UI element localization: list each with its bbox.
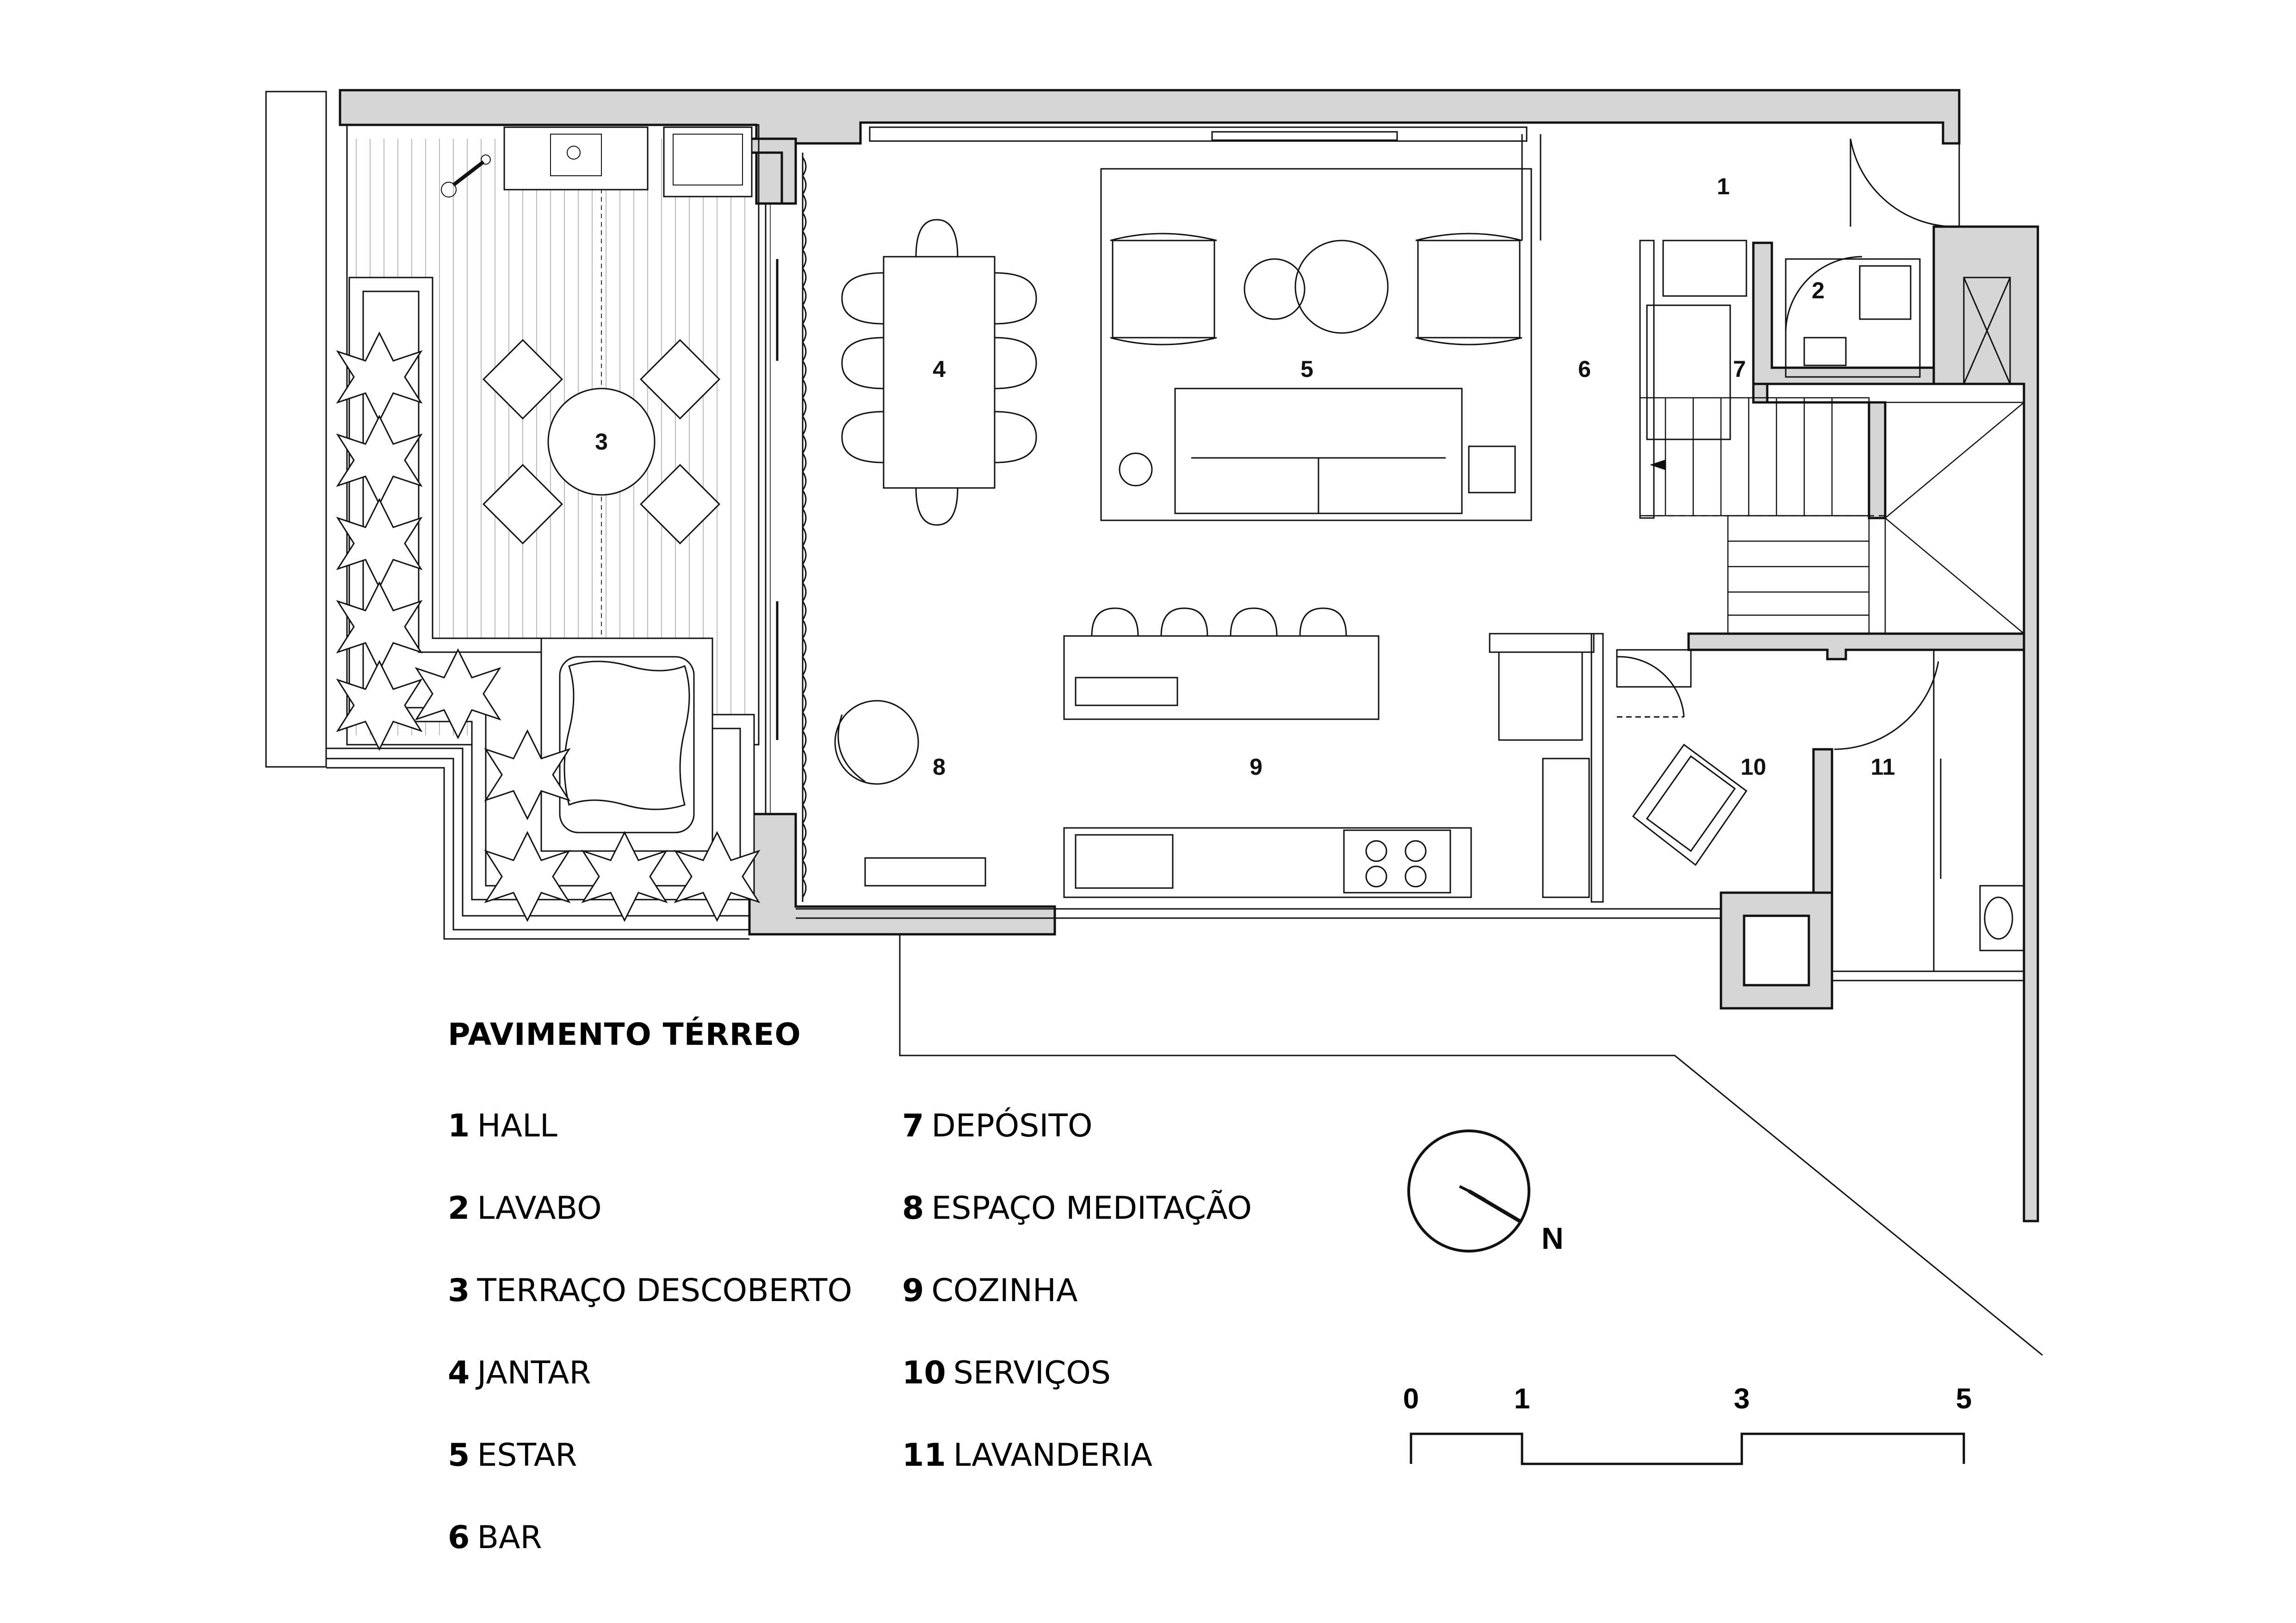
plan-title: PAVIMENTO TÉRREO	[448, 1017, 801, 1052]
kitchen-counter	[796, 827, 1721, 919]
lavanderia	[1832, 650, 2025, 981]
scale-tick-0: 0	[1403, 1383, 1419, 1415]
room-label-7: 7	[1733, 356, 1746, 382]
room-label-9: 9	[1250, 754, 1262, 780]
south-wall	[748, 813, 1056, 936]
room-label-3: 3	[595, 429, 608, 455]
scale-bar: 0 1 3 5	[1403, 1383, 1972, 1465]
dining-set	[841, 219, 1037, 526]
room-label-1: 1	[1717, 173, 1730, 199]
lavabo-wall	[1752, 241, 1935, 385]
service-area	[1489, 633, 1748, 903]
shaft	[1963, 277, 2011, 385]
deposito	[1639, 240, 1747, 519]
hall-door	[1850, 138, 1960, 228]
scale-tick-3: 3	[1734, 1383, 1750, 1415]
staircase	[1639, 397, 2025, 635]
plants	[336, 331, 761, 922]
curtain	[765, 153, 807, 902]
room-label-10: 10	[1740, 754, 1766, 780]
kitchen-island	[1063, 607, 1380, 720]
room-label-11: 11	[1871, 754, 1895, 780]
scale-tick-1: 1	[1514, 1383, 1530, 1415]
scale-tick-5: 5	[1956, 1383, 1972, 1415]
meditation-chair	[834, 700, 919, 785]
room-label-5: 5	[1300, 356, 1313, 382]
service-wall-top	[1687, 632, 2025, 660]
north-arrow-needle	[1459, 1185, 1470, 1192]
service-wall-low	[1720, 891, 1833, 1010]
partition-1011	[1812, 748, 1833, 894]
room-label-4: 4	[933, 356, 946, 382]
room-label-2: 2	[1812, 278, 1825, 303]
north-label: N	[1541, 1221, 1564, 1255]
east-wall	[1932, 225, 2039, 1222]
room-label-6: 6	[1578, 356, 1591, 382]
living-set	[1100, 168, 1532, 521]
north-arrow: N	[1407, 1129, 1564, 1255]
jacuzzi	[540, 637, 713, 852]
site-boundary	[266, 91, 327, 768]
room-label-8: 8	[933, 754, 946, 780]
stair-wall	[1752, 383, 1887, 519]
room-labels: 1 2 3 4 5 6 7 8 9 10 11	[595, 173, 1895, 780]
lavabo	[1785, 256, 1921, 378]
terrace-table	[483, 339, 720, 544]
